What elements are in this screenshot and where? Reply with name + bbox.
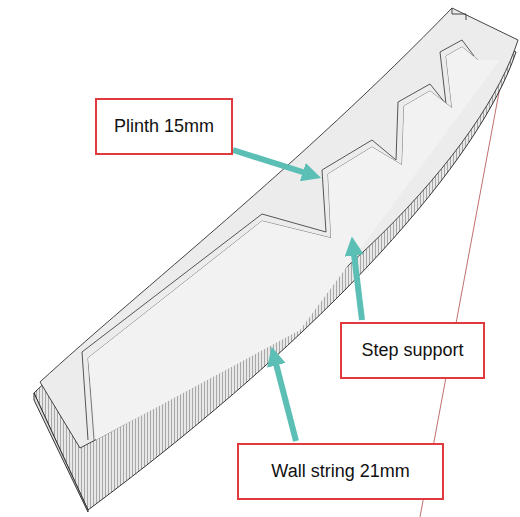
callout-label: Wall string 21mm	[271, 461, 409, 482]
callout-label: Step support	[361, 340, 463, 361]
callout-box: Step support	[340, 322, 485, 379]
callout-label: Plinth 15mm	[114, 116, 214, 137]
plinth-notch	[452, 8, 466, 20]
leader-arrow	[274, 356, 296, 441]
callout-box: Wall string 21mm	[237, 443, 444, 500]
plinth-board	[40, 8, 518, 448]
step-support-face	[88, 47, 500, 440]
leader-arrow	[233, 150, 312, 175]
leader-arrow	[353, 246, 362, 320]
callout-box: Plinth 15mm	[95, 98, 233, 155]
step-support	[82, 40, 500, 440]
